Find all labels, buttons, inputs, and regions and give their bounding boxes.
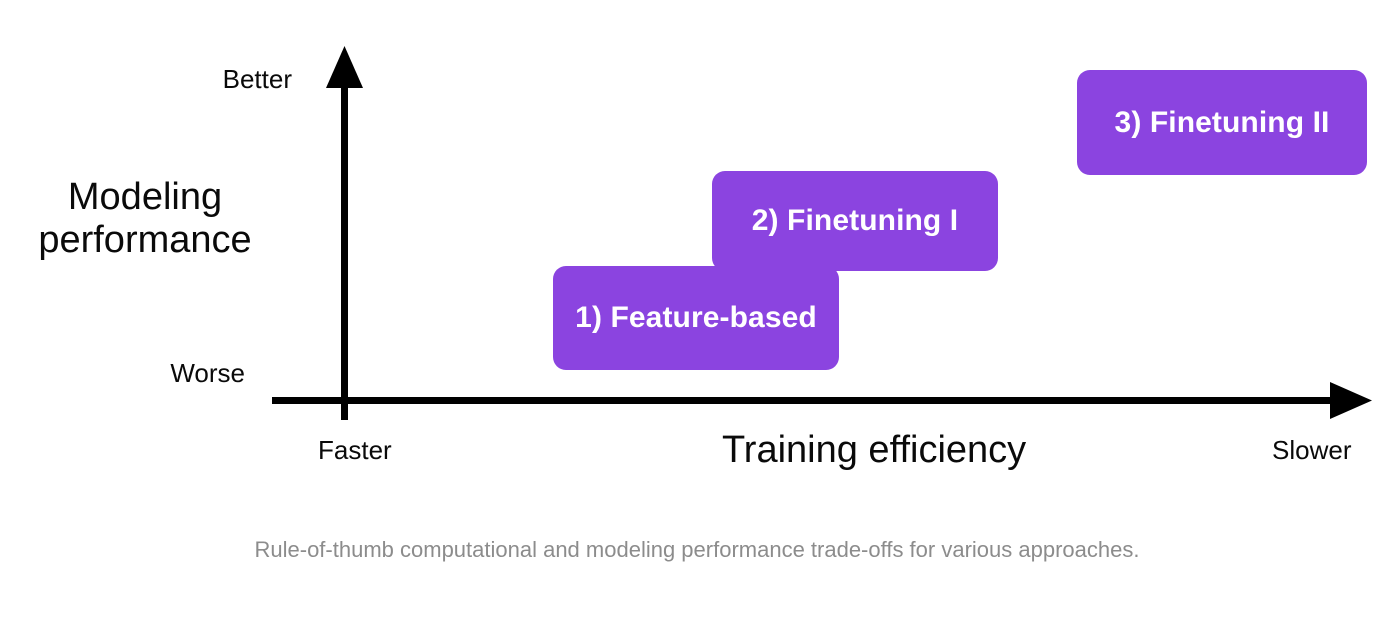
x-axis-arrowhead-icon xyxy=(1330,382,1372,419)
x-axis-title: Training efficiency xyxy=(722,429,1027,471)
approach-box-label: 2) Finetuning I xyxy=(751,204,959,237)
approach-box-label: 1) Feature-based xyxy=(575,301,817,334)
approach-box-finetuning-i[interactable]: 2) Finetuning I xyxy=(712,171,998,271)
x-axis-right-label: Slower xyxy=(1272,435,1352,465)
y-axis-high-label: Better xyxy=(222,64,292,94)
approach-box-feature-based[interactable]: 1) Feature-based xyxy=(553,266,839,370)
y-axis-title-line-1: Modeling xyxy=(67,176,223,218)
approach-box-label: 3) Finetuning II xyxy=(1114,105,1330,139)
figure-caption-line-1: Rule-of-thumb computational and modeling… xyxy=(254,537,1013,562)
y-axis-title: Modeling performance xyxy=(0,176,290,261)
x-axis-left-label: Faster xyxy=(318,435,392,465)
figure-caption: Rule-of-thumb computational and modeling… xyxy=(160,532,1234,568)
figure-caption-line-2: approaches. xyxy=(1018,537,1140,562)
approach-box-finetuning-ii[interactable]: 3) Finetuning II xyxy=(1077,70,1367,175)
y-axis-low-label: Worse xyxy=(170,358,245,388)
y-axis-arrowhead-icon xyxy=(326,46,363,88)
y-axis-title-line-2: performance xyxy=(38,218,252,261)
